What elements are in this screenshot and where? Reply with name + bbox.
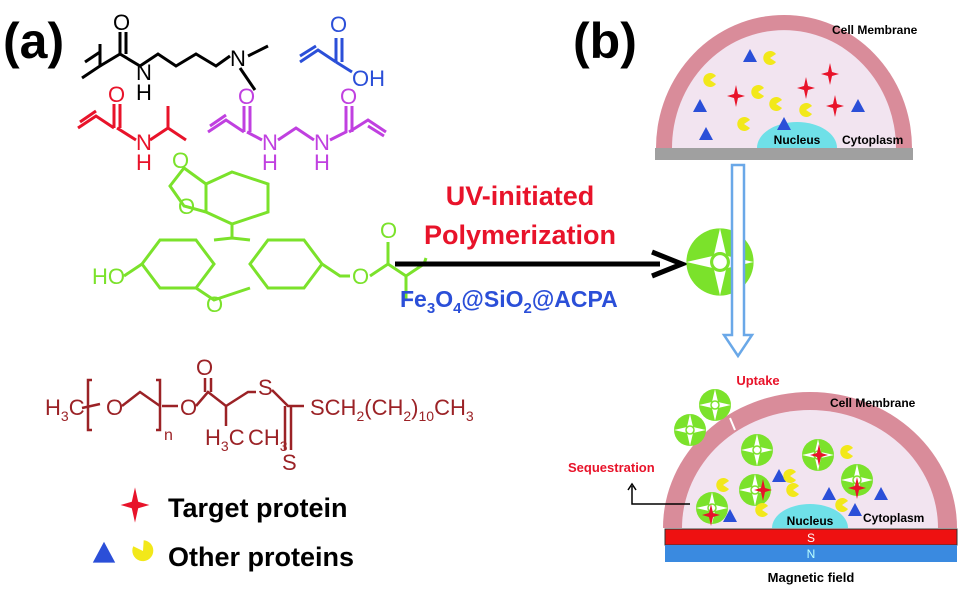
atom-o: O [178, 194, 195, 219]
atom-o: O [380, 218, 397, 243]
fluorescein-structure [123, 165, 428, 302]
atom-h: H [136, 150, 152, 175]
nucleus [757, 122, 837, 148]
bottom-cytoplasm-label: Cytoplasm [863, 511, 924, 525]
top-nucleus-label: Nucleus [774, 133, 821, 147]
svg-text:S: S [282, 450, 297, 475]
svg-text:O: O [196, 355, 213, 380]
atom-n: N [314, 130, 330, 155]
atom-n: N [262, 130, 278, 155]
north-label: N [807, 547, 816, 561]
atom-o: O [206, 292, 223, 317]
svg-text:H3C: H3C [205, 425, 245, 454]
uptake-label: Uptake [736, 373, 779, 388]
blue-triangle-icon [92, 541, 116, 563]
svg-text:SCH2(CH2)10CH3: SCH2(CH2)10CH3 [310, 395, 474, 424]
svg-text:n: n [164, 427, 173, 444]
panel-a-label: (a) [3, 13, 64, 69]
magnetic-field-label: Magnetic field [768, 570, 855, 585]
atom-o: O [108, 82, 125, 107]
reaction-line2: Polymerization [424, 220, 616, 250]
atom-h: H [136, 80, 152, 105]
legend-other-proteins: Other proteins [168, 542, 354, 572]
sequestration-arrow-icon [631, 486, 690, 505]
bis-structure [207, 106, 387, 142]
reaction-arrowhead-icon [651, 249, 689, 279]
atom-o: O [330, 12, 347, 37]
top-cell [655, 15, 913, 160]
bottom-cell-membrane-label: Cell Membrane [830, 396, 916, 410]
catalyst-label: Fe3O4@SiO2@ACPA [400, 286, 618, 317]
atom-o: O [113, 10, 130, 35]
magnet-north-pole [665, 545, 957, 562]
atom-n: N [230, 46, 246, 71]
atom-o: O [172, 148, 189, 173]
down-arrow-icon [721, 163, 755, 359]
svg-text:O: O [106, 395, 123, 420]
south-label: S [807, 531, 815, 545]
atom-o: O [238, 84, 255, 109]
bottom-cell [663, 388, 957, 528]
atom-h: H [262, 150, 278, 175]
atom-n: N [136, 130, 152, 155]
svg-text:O: O [180, 395, 197, 420]
svg-text:S: S [258, 375, 273, 400]
atom-ho: HO [92, 264, 125, 289]
svg-text:H3C: H3C [45, 395, 85, 424]
yellow-pacman-icon [129, 537, 158, 566]
atom-oh: OH [352, 66, 385, 91]
nipam-structure [77, 104, 187, 142]
reaction-line1: UV-initiated [446, 181, 595, 211]
atom-n: N [136, 60, 152, 85]
svg-text:CH3: CH3 [248, 425, 288, 454]
atom-o: O [352, 264, 369, 289]
top-cell-membrane-label: Cell Membrane [832, 23, 918, 37]
target-protein-star-icon [120, 487, 150, 523]
arrowhead-icon [627, 482, 637, 491]
atom-o: O [340, 84, 357, 109]
atom-h: H [314, 150, 330, 175]
legend-target-protein: Target protein [168, 493, 348, 523]
panel-b-label: (b) [573, 13, 637, 69]
bottom-nucleus-label: Nucleus [787, 514, 834, 528]
raft-agent-structure: H3C O n O O S S SCH2(CH2)10CH3 H3C CH3 [45, 355, 474, 475]
dmapma-structure [81, 32, 269, 91]
sequestration-label: Sequestration [568, 460, 655, 475]
acrylic-acid-structure [299, 38, 353, 74]
top-cytoplasm-label: Cytoplasm [842, 133, 903, 147]
